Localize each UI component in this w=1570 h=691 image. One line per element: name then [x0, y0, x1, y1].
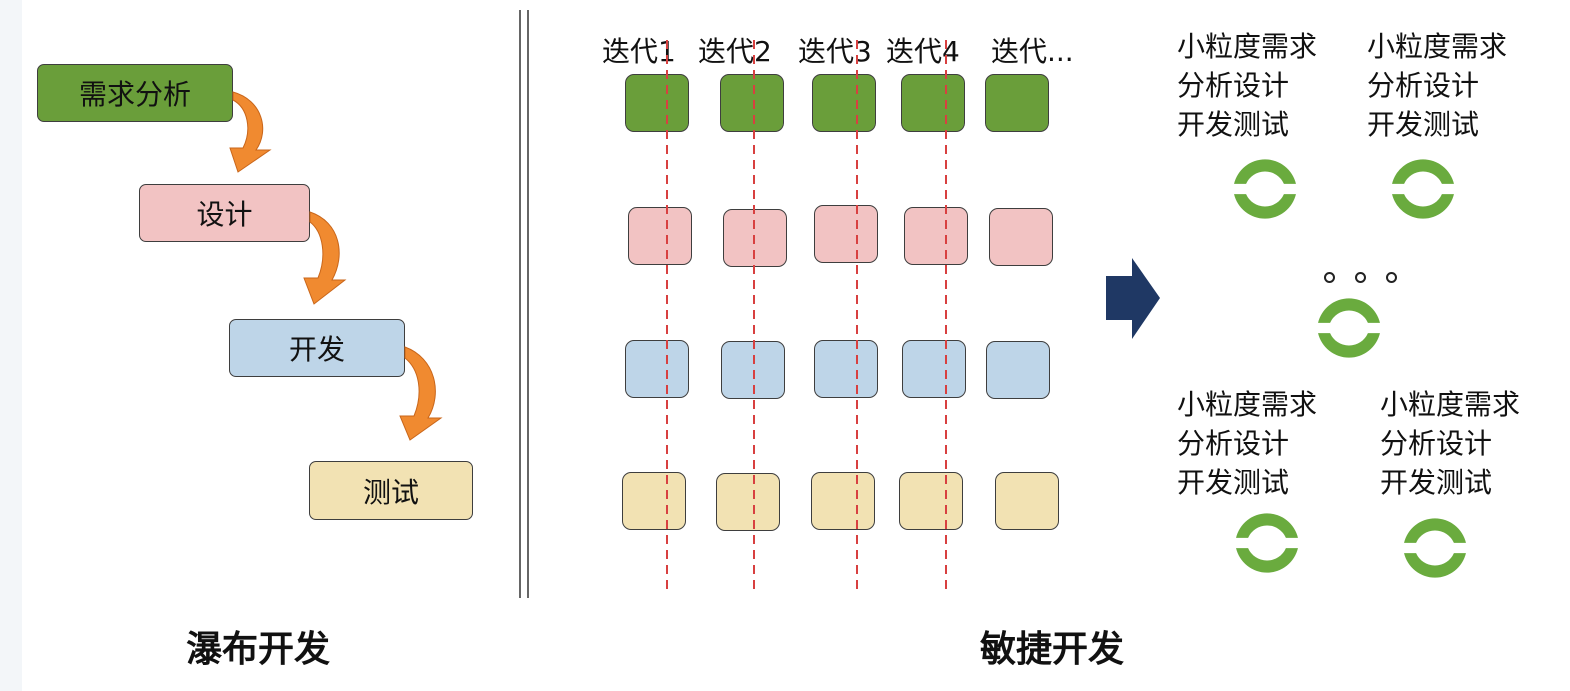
ellipsis-dot-icon — [1355, 272, 1366, 283]
ellipsis-dot-icon — [1324, 272, 1335, 283]
curved-arrow-icon — [229, 91, 272, 173]
waterfall-stage-label: 测试 — [362, 475, 419, 509]
agile-block-develop — [625, 340, 689, 398]
agile-caption: 敏捷开发 — [980, 629, 1125, 670]
curved-arrow-icon — [303, 211, 347, 305]
agile-block-test — [899, 472, 963, 530]
waterfall-stage-label: 设计 — [196, 198, 253, 231]
result-group-text: 小粒度需求 分析设计 开发测试 — [1367, 27, 1507, 144]
group-line: 开发测试 — [1177, 108, 1290, 141]
left-edge-strip — [0, 0, 22, 691]
refresh-cycle-icon — [1236, 513, 1298, 573]
iteration-label: 迭代3 — [798, 35, 872, 68]
agile-block-test — [995, 472, 1059, 530]
group-line: 分析设计 — [1380, 427, 1493, 460]
group-line: 小粒度需求 — [1380, 388, 1521, 421]
agile-block-requirement — [901, 74, 965, 132]
agile-block-test — [716, 473, 780, 531]
agile-block-develop — [814, 340, 878, 398]
result-group-text: 小粒度需求 分析设计 开发测试 — [1177, 27, 1317, 144]
group-line: 分析设计 — [1177, 427, 1290, 460]
refresh-cycle-icon — [1234, 159, 1296, 219]
group-line: 开发测试 — [1177, 466, 1290, 499]
group-line: 分析设计 — [1367, 69, 1480, 102]
refresh-cycle-icon — [1318, 298, 1380, 358]
waterfall-stage-label: 开发 — [288, 333, 345, 366]
agile-block-requirement — [812, 74, 876, 132]
waterfall-stage-label: 需求分析 — [78, 78, 191, 111]
agile-block-design — [989, 208, 1053, 266]
group-line: 小粒度需求 — [1177, 388, 1318, 421]
waterfall-caption: 瀑布开发 — [186, 629, 331, 670]
agile-block-develop — [902, 340, 966, 398]
refresh-cycle-icon — [1392, 159, 1454, 219]
agile-block-design — [814, 205, 878, 263]
refresh-cycle-icon — [1404, 518, 1466, 578]
agile-block-requirement — [985, 74, 1049, 132]
group-line: 小粒度需求 — [1177, 30, 1318, 63]
agile-block-develop — [986, 341, 1050, 399]
agile-block-requirement — [625, 74, 689, 132]
iteration-label: 迭代4 — [886, 35, 960, 68]
iteration-label: 迭代1 — [602, 35, 676, 68]
group-line: 开发测试 — [1380, 466, 1493, 499]
result-group-text: 小粒度需求 分析设计 开发测试 — [1177, 385, 1317, 502]
agile-block-requirement — [720, 74, 784, 132]
waterfall-stage-test: 测试 — [309, 461, 473, 520]
waterfall-stage-develop: 开发 — [229, 319, 405, 377]
agile-block-test — [811, 472, 875, 530]
iteration-label: 迭代... — [991, 35, 1074, 68]
curved-arrow-icon — [399, 346, 443, 441]
agile-block-design — [628, 207, 692, 265]
group-line: 小粒度需求 — [1367, 30, 1508, 63]
group-line: 开发测试 — [1367, 108, 1480, 141]
group-line: 分析设计 — [1177, 69, 1290, 102]
ellipsis-dot-icon — [1386, 272, 1397, 283]
result-group-text: 小粒度需求 分析设计 开发测试 — [1380, 385, 1520, 502]
agile-block-design — [904, 207, 968, 265]
agile-block-test — [622, 472, 686, 530]
iteration-label: 迭代2 — [698, 35, 772, 68]
